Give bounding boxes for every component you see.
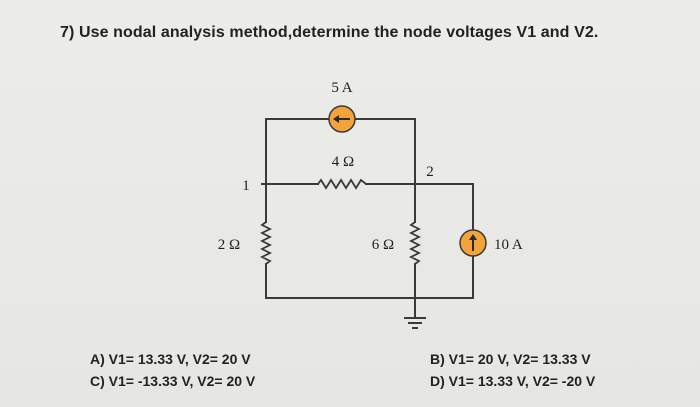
label-6ohm: 6 Ω [372, 237, 394, 253]
label-5a: 5 A [331, 80, 352, 96]
node-2-label: 2 [426, 164, 434, 180]
current-source-5a-icon [328, 105, 356, 133]
resistor-6ohm-icon [408, 221, 422, 265]
answer-option-b: B) V1= 20 V, V2= 13.33 V [430, 351, 591, 367]
answer-option-c: C) V1= -13.33 V, V2= 20 V [90, 373, 256, 389]
current-source-10a-icon [459, 229, 487, 257]
ground-icon [404, 317, 426, 329]
answer-option-d: D) V1= 13.33 V, V2= -20 V [430, 373, 596, 389]
question-text: 7) Use nodal analysis method,determine t… [60, 24, 599, 41]
label-10a: 10 A [494, 237, 523, 253]
resistor-4ohm-icon [317, 178, 367, 190]
label-2ohm: 2 Ω [218, 237, 240, 253]
answer-option-a: A) V1= 13.33 V, V2= 20 V [90, 351, 251, 367]
label-4ohm: 4 Ω [332, 154, 354, 170]
node-1-label: 1 [242, 178, 250, 194]
resistor-2ohm-icon [259, 221, 273, 265]
